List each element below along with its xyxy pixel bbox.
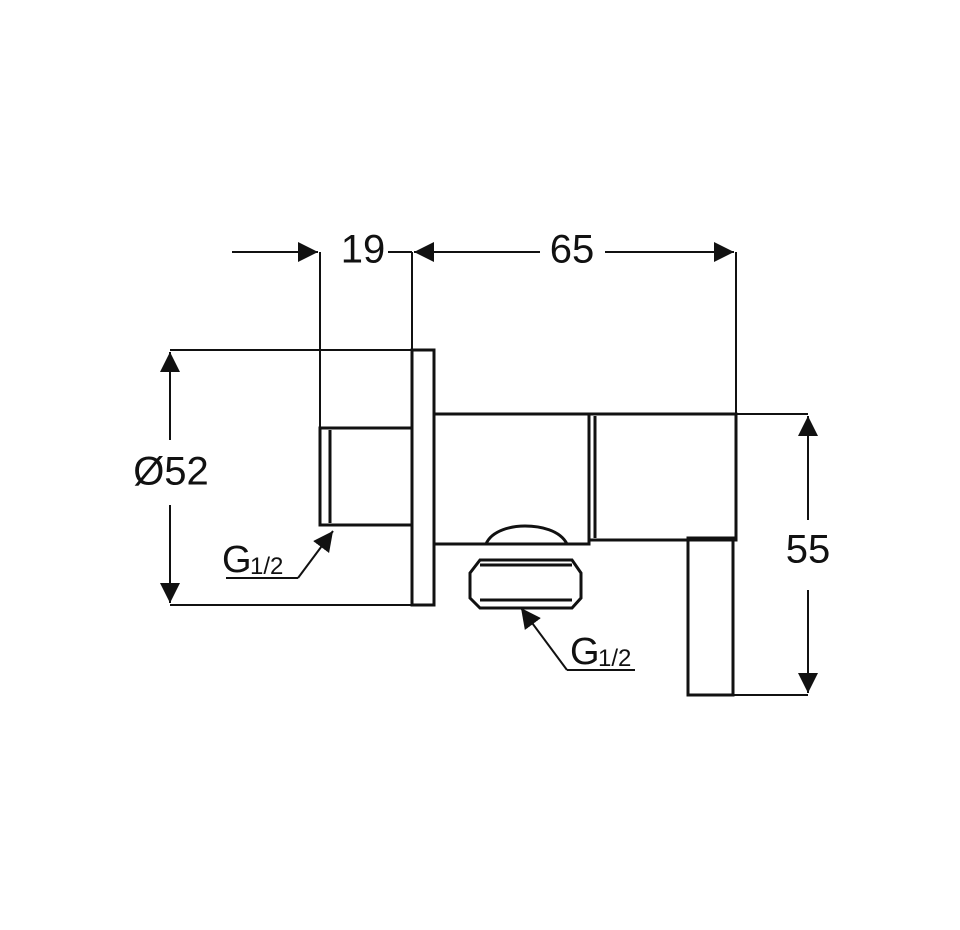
inlet-stub xyxy=(318,426,414,527)
thread-left-sub: 1/2 xyxy=(250,553,283,580)
flange-plate xyxy=(410,348,436,607)
valve-main-body xyxy=(432,412,591,546)
dimension-lines xyxy=(160,242,818,696)
dimension-flange-depth: 19 xyxy=(341,228,386,272)
thread-bottom-sub: 1/2 xyxy=(598,645,631,672)
valve-cap xyxy=(587,412,738,542)
thread-bottom-main: G xyxy=(570,631,600,673)
dimension-handle-height: 55 xyxy=(786,528,831,572)
outlet-nut xyxy=(468,558,583,610)
dimension-flange-diameter: Ø52 xyxy=(133,450,209,494)
dimension-body-length: 65 xyxy=(550,228,595,272)
handle-lever xyxy=(686,536,735,697)
thread-leaders xyxy=(226,530,635,671)
valve-body xyxy=(318,348,738,697)
thread-left-main: G xyxy=(222,539,252,581)
outlet-neck xyxy=(484,524,569,545)
